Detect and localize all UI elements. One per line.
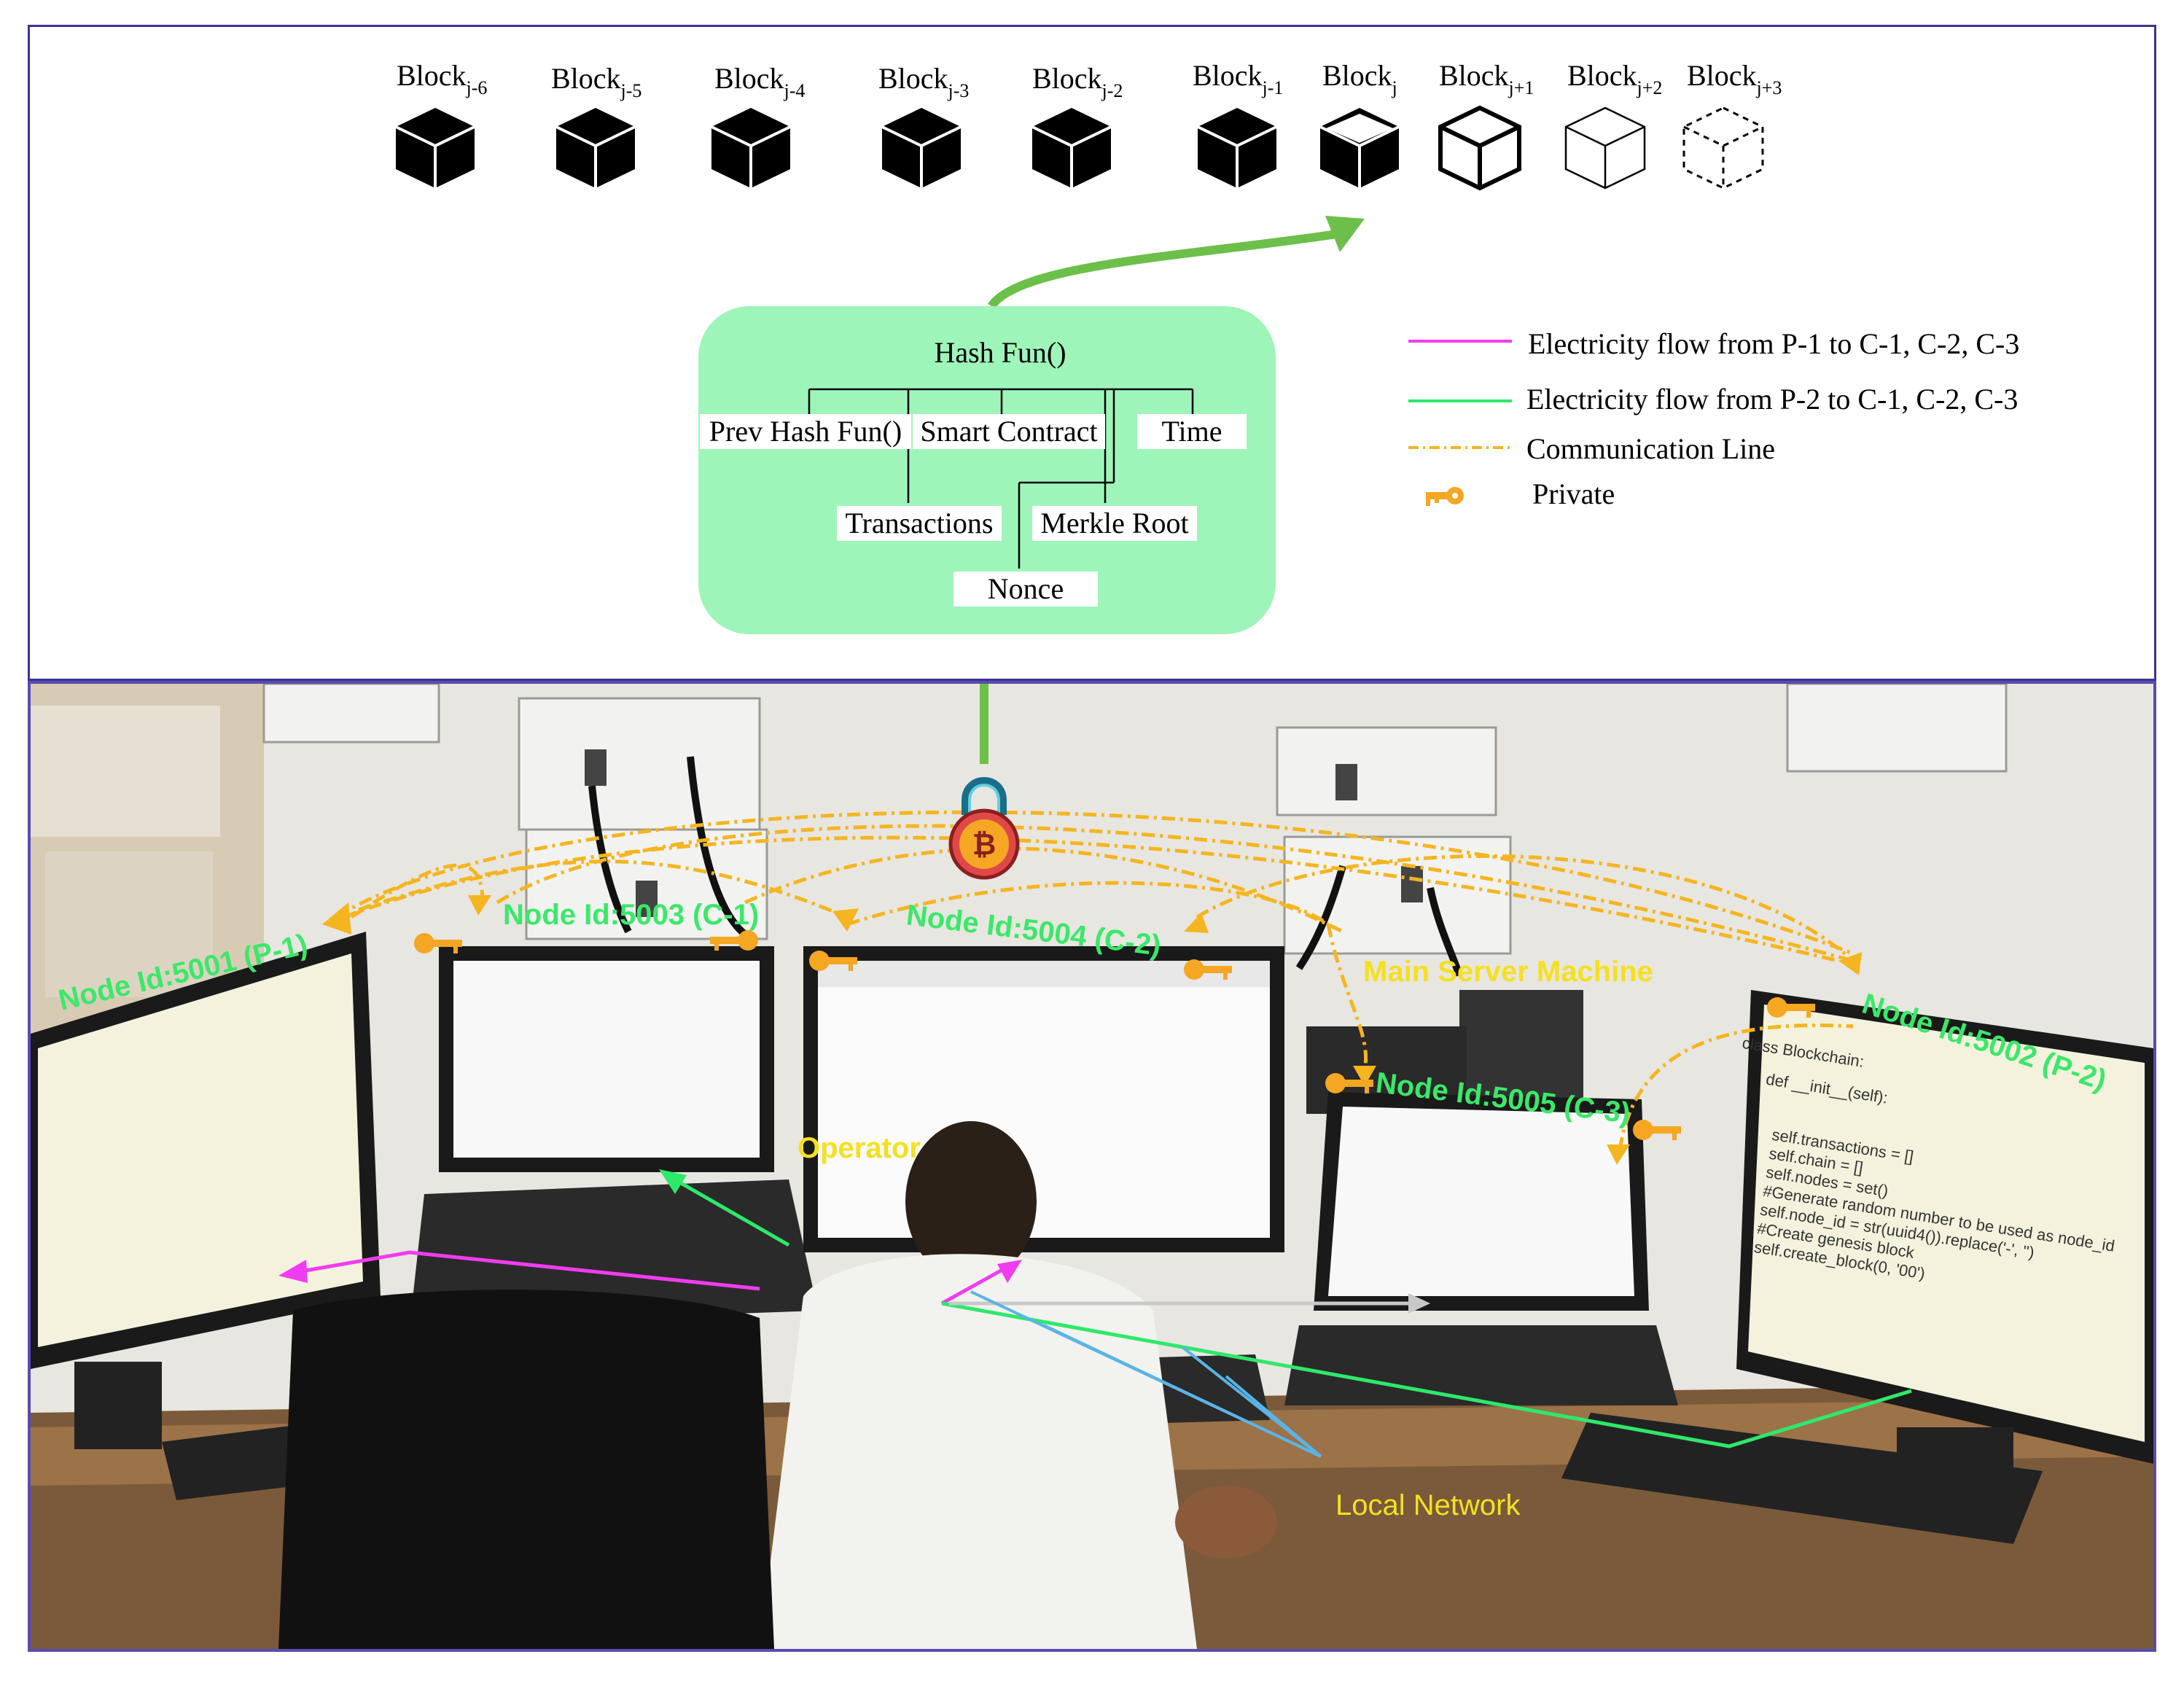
block-label-j-1: Blockj-1 <box>1193 59 1284 98</box>
monitor-c2 <box>803 946 1284 1252</box>
lab-scene: class Blockchain: def __init__(self): se… <box>31 684 2153 1649</box>
block-label-j: Blockj <box>1322 59 1397 98</box>
hash-to-block-arrow <box>988 216 1365 309</box>
node-label-c1: Node Id:5003 (C-1) <box>503 899 759 931</box>
key-icon <box>809 951 857 971</box>
key-icon <box>414 933 462 953</box>
key-icon <box>710 930 758 951</box>
p2-flow-lines <box>671 1176 1912 1448</box>
legend-p1-label: Electricity flow from P-1 to C-1, C-2, C… <box>1528 327 2020 360</box>
block-chain-cubes <box>394 105 1764 191</box>
transactions-node: Transactions <box>837 506 1002 541</box>
photo-labels: Node Id:5001 (P-1) Node Id:5003 (C-1) No… <box>55 899 2110 1521</box>
wall-socket-board <box>262 684 2008 955</box>
cube-icon <box>1319 108 1400 188</box>
block-label-j+3: Blockj+3 <box>1687 59 1782 98</box>
prev-hash-node: Prev Hash Fun() <box>700 414 911 449</box>
key-icon <box>1767 997 1815 1018</box>
key-icon <box>1633 1120 1681 1140</box>
legend-p2-label: Electricity flow from P-2 to C-1, C-2, C… <box>1526 383 2019 416</box>
merkle-root-node: Merkle Root <box>1032 506 1197 541</box>
block-label-j-2: Blockj-2 <box>1032 62 1123 101</box>
nonce-node: Nonce <box>953 572 1098 607</box>
main-server-label: Main Server Machine <box>1363 956 1653 988</box>
operator-label: Operator <box>797 1132 921 1164</box>
block-label-j+2: Blockj+2 <box>1567 59 1663 98</box>
cube-icon <box>1438 105 1521 191</box>
block-label-j+1: Blockj+1 <box>1439 59 1534 98</box>
monitor-p2 <box>1736 990 2153 1500</box>
operator-figure <box>278 1121 1277 1649</box>
time-node: Time <box>1137 414 1247 449</box>
node-label-c3: Node Id:5005 (C-3) <box>1374 1066 1632 1129</box>
svg-text:₿: ₿ <box>972 829 997 861</box>
private-keys <box>414 930 1815 1140</box>
block-label-j-5: Blockj-5 <box>551 62 642 101</box>
laptop-c3 <box>1284 1092 1678 1405</box>
local-network-label: Local Network <box>1335 1489 1521 1521</box>
block-label-j-6: Blockj-6 <box>397 59 488 98</box>
lab-setup-photo: class Blockchain: def __init__(self): se… <box>28 681 2156 1652</box>
legend-private-label: Private <box>1532 477 1615 510</box>
smart-contract-node: Smart Contract <box>913 414 1105 449</box>
laptop-c1 <box>410 946 818 1325</box>
node-label-p2: Node Id:5002 (P-2) <box>1858 988 2110 1097</box>
node-label-c2: Node Id:5004 (C-2) <box>905 899 1163 962</box>
key-icon <box>1325 1073 1373 1093</box>
key-icon <box>1184 959 1232 980</box>
block-label-j-4: Blockj-4 <box>714 62 806 101</box>
block-label-j-3: Blockj-3 <box>878 62 970 101</box>
monitor-p1 <box>31 932 381 1449</box>
local-network-lines <box>970 1290 1322 1458</box>
cube-icon <box>1564 106 1646 190</box>
bitcoin-lock-icon: ₿ <box>948 777 1020 880</box>
cube-icon <box>1682 106 1764 190</box>
node-label-p1: Node Id:5001 (P-1) <box>55 928 311 1016</box>
key-icon <box>1426 487 1464 506</box>
legend-swatches <box>1408 340 1512 506</box>
hash-fun-node: Hash Fun() <box>934 336 1066 369</box>
p1-flow-lines <box>292 1250 1009 1306</box>
legend-comm-label: Communication Line <box>1526 432 1776 465</box>
